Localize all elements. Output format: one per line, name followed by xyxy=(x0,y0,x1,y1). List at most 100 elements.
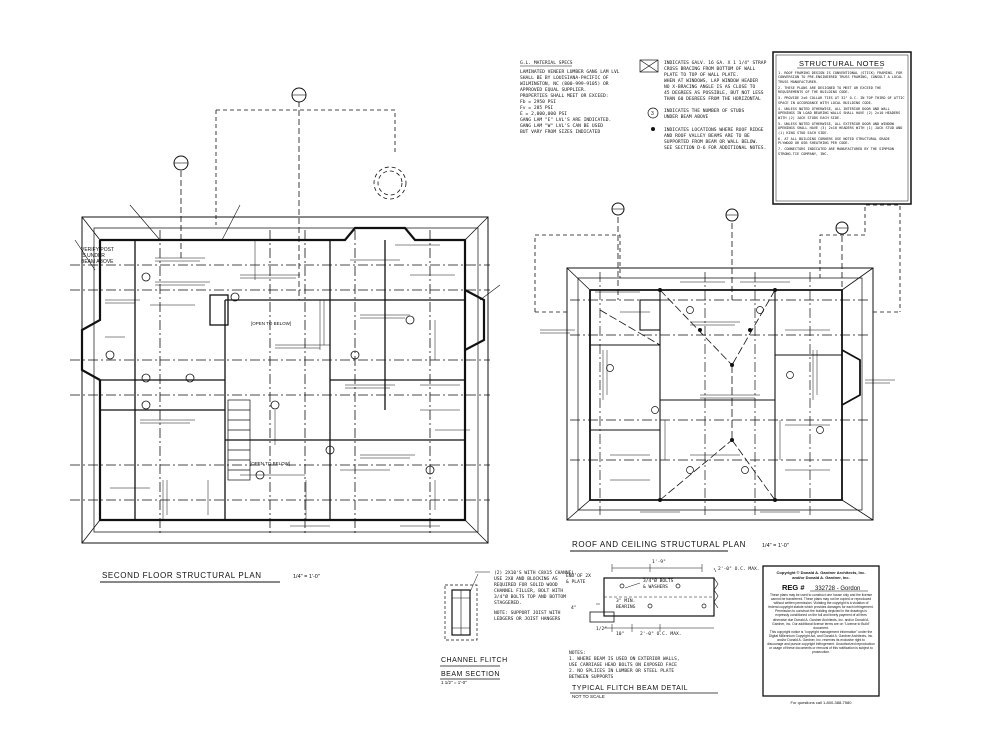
legend-line: INDICATES THE NUMBER OF STUDS xyxy=(664,108,744,114)
spec-line: PROPERTIES SHALL MEET OR EXCEED: xyxy=(520,93,609,99)
spec-line: G.L. MATERIAL SPECS xyxy=(520,60,573,66)
flitch-dim-10: 10" xyxy=(616,631,624,637)
flitch-bolts-label: 3/4"Ø BOLTS xyxy=(643,577,674,584)
copyright-text-line: without written permission. Violating th… xyxy=(773,601,869,606)
legend-line: SUPPORTED FROM BEAM OR WALL BELOW. xyxy=(664,139,758,145)
structural-note-item: 5. UNLESS NOTED OTHERWISE, ALL EXTERIOR … xyxy=(778,121,903,135)
stud-count-symbol-number: 3 xyxy=(651,111,654,117)
flitch-end-label: END OF 2X xyxy=(566,573,591,579)
copyright-text-line: otherwise due Donald A. Gardner Architec… xyxy=(772,617,870,622)
legend: INDICATES GALV. 16 GA. X 1 1/4" STRAP CR… xyxy=(639,59,767,151)
strap-bracing-symbol xyxy=(639,59,659,73)
spec-line: SHALL BE BY LOUISIANA-PACIFIC OF xyxy=(520,75,609,81)
verify-post-line: BEAM ABOVE xyxy=(81,259,114,265)
typical-flitch-scale: NOT TO SCALE xyxy=(572,694,605,699)
roof-rotated-labels xyxy=(602,350,818,460)
copyright-text-line: This copyright notice is "copyright mana… xyxy=(769,629,873,634)
flitch-dim-top: 1'-9" xyxy=(652,559,666,565)
roof-ceiling-title-block: ROOF AND CEILING STRUCTURAL PLAN 1/4" = … xyxy=(570,540,789,552)
roof-corners xyxy=(566,267,874,521)
flitch-note-line: 1. WHERE BEAM IS USED ON EXTERIOR WALLS, xyxy=(569,656,680,662)
eave-corners xyxy=(81,216,489,544)
copyright-footer: For questions call 1-800-388-7580 xyxy=(791,700,853,705)
stud-count-symbols xyxy=(105,272,435,480)
channel-flitch-scale: 1 1/2" = 1'-0" xyxy=(441,680,467,685)
note-leaders xyxy=(74,204,501,301)
second-floor-plan xyxy=(70,87,501,544)
exterior-walls xyxy=(80,226,486,522)
structural-note-item: 3. PROVIDE 2x6 COLLAR TIES AT 32" O.C. I… xyxy=(778,96,905,105)
structural-notes-list: 1. ROOF FRAMING DESIGN IS CONVENTIONAL (… xyxy=(778,71,905,156)
flitch-bearing-label: 3" MIN. xyxy=(616,598,635,604)
copyright-text-line: expressly conditioned on the full and ti… xyxy=(775,613,867,618)
roof-eave-outline xyxy=(566,267,874,521)
roof-stud-count-symbols xyxy=(606,306,824,474)
verify-post-note: VERIFY POST IS UNDER BEAM ABOVE xyxy=(81,247,114,265)
verify-post-line: IS UNDER xyxy=(81,253,105,259)
stud-count-symbol xyxy=(647,107,659,119)
typical-flitch-detail xyxy=(589,564,719,632)
ridge-support-symbol xyxy=(651,127,655,131)
channel-note-line: STAGGERED. xyxy=(494,600,522,606)
legend-line: 45 DEGREES AS POSSIBLE, BUT NOT LESS xyxy=(664,90,764,96)
legend-line: WHEN AT WINDOWS, LAP WINDOW HEADER xyxy=(664,78,758,84)
reg-value: 332728 - Gordon xyxy=(815,586,860,592)
copyright-text-line: These plans may be used to construct one… xyxy=(769,593,873,597)
copyright-text-line: Digital Millennium Copyright Act, and Do… xyxy=(768,633,874,638)
porch-outline xyxy=(534,204,901,313)
spec-line: E = 2,000,000 PSI xyxy=(520,111,567,117)
legend-line: NO X-BRACING ANGLE IS AS CLOSE TO xyxy=(664,84,756,90)
flitch-bolts-label: & WASHERS xyxy=(643,584,668,590)
second-floor-scale: 1/4" = 1'-0" xyxy=(293,574,320,580)
structural-note-item: 1. ROOF FRAMING DESIGN IS CONVENTIONAL (… xyxy=(778,71,903,84)
reg-label: REG # xyxy=(782,583,805,592)
copyright-text-line: discourage and pursue copyright infringe… xyxy=(767,642,875,647)
spec-line: BUT VARY FROM SIZES INDICATED xyxy=(520,129,600,135)
spec-line: LAMINATED VENEER LUMBER GANG LAM LVL xyxy=(520,69,620,75)
structural-note-item: 7. CONNECTORS INDICATED ARE MANUFACTURED… xyxy=(778,147,894,156)
copyright-line1: Copyright © Donald A. Gardner Architects… xyxy=(777,570,866,575)
structural-note-item: 6. AT ALL BUILDING CORNERS USE NOTED STR… xyxy=(778,136,890,146)
legend-line: INDICATES GALV. 16 GA. X 1 1/4" STRAP xyxy=(664,60,767,66)
open-to-below-label: [OPEN TO BELOW] xyxy=(251,321,291,326)
legend-line: AND ROOF VALLEY BEAMS ARE TO BE xyxy=(664,133,750,139)
spec-line: Fv = 285 PSI xyxy=(520,105,553,111)
channel-note-line: USE 2X8 AND BLOCKING AS xyxy=(494,576,558,582)
spec-line: GANG LAM "W" LVL'S CAN BE USED xyxy=(520,123,603,129)
legend-line: CROSS BRACING FROM BOTTOM OF WALL xyxy=(664,66,756,72)
channel-note-line: REQUIRED FOR SOLID WOOD xyxy=(494,582,558,588)
copyright-box: Copyright © Donald A. Gardner Architects… xyxy=(762,565,880,697)
section-marker xyxy=(173,87,307,300)
structural-note-item: 4. UNLESS NOTED OTHERWISE, ALL INTERIOR … xyxy=(778,107,901,120)
rotated-labels xyxy=(162,240,436,520)
second-floor-title: SECOND FLOOR STRUCTURAL PLAN xyxy=(102,571,262,580)
channel-flitch-section xyxy=(444,571,490,641)
channel-note-line: CHANNEL FILLER, BOLT WITH xyxy=(494,588,563,594)
roof-ceiling-plan xyxy=(534,202,901,521)
flitch-note-line: BETWEEN SUPPORTS xyxy=(569,674,613,680)
flitch-dim-half: 1/2" xyxy=(596,626,607,632)
spec-line: WILMINGTON, NC (800-999-9105) OR xyxy=(520,81,609,87)
flitch-dim-top2: 2'-0" O.C. MAX. xyxy=(718,566,760,572)
interior-walls xyxy=(100,240,465,520)
flitch-note-line: USE CARRIAGE HEAD BOLTS ON EXPOSED FACE xyxy=(569,662,677,668)
flitch-note-line: NOTES: xyxy=(569,650,586,656)
second-floor-title-block: SECOND FLOOR STRUCTURAL PLAN 1/4" = 1'-0… xyxy=(100,571,320,583)
flitch-bearing-label: BEARING xyxy=(616,604,636,610)
ridge-lines xyxy=(599,289,776,501)
flitch-end-label: & PLATE xyxy=(566,579,586,585)
roof-plan-annotations xyxy=(540,281,895,513)
spec-line: GANG LAM "E" LVL'S ARE INDICATED. xyxy=(520,117,611,123)
section-marker xyxy=(611,202,849,300)
roof-ceiling-title: ROOF AND CEILING STRUCTURAL PLAN xyxy=(572,540,746,549)
structural-note-item: 2. THESE PLANS ARE DESIGNED TO MEET OR E… xyxy=(778,85,882,95)
copyright-text-line: and/or Donald A. Gardner, Inc. reserves … xyxy=(777,638,865,643)
channel-flitch-title-line1: CHANNEL FLITCH xyxy=(441,657,508,664)
legend-line: UNDER BEAM ABOVE xyxy=(664,114,708,120)
copyright-line2: and/or Donald A. Gardner, Inc. xyxy=(792,575,849,580)
roof-ceiling-scale: 1/4" = 1'-0" xyxy=(762,543,789,549)
copyright-text-line: or usage of these documents or removal o… xyxy=(769,646,873,655)
channel-note-line: LEDGERS OR JOIST HANGERS xyxy=(494,616,561,622)
legend-line: PLATE TO TOP OF WALL PLATE. xyxy=(664,72,739,78)
plan-annotations xyxy=(105,244,470,527)
